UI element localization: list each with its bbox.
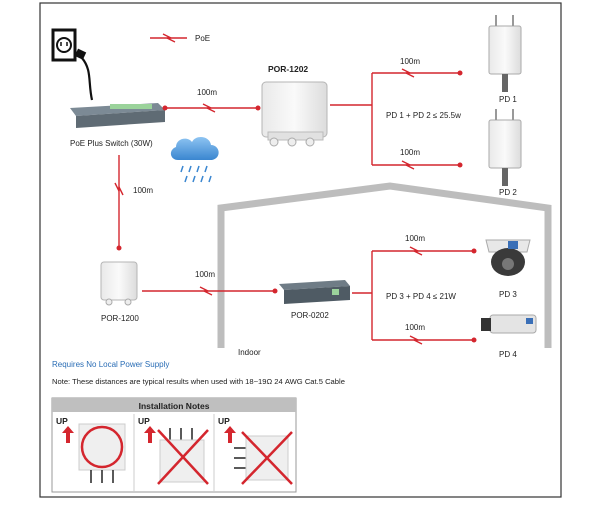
link-por0202-to-pd3-pd4 bbox=[352, 246, 477, 345]
up-arrow-icon bbox=[62, 426, 74, 443]
pd4-box-camera-icon bbox=[481, 314, 537, 334]
dist-por0202-pd4: 100m bbox=[405, 323, 425, 332]
link-switch-to-por1200 bbox=[114, 155, 124, 251]
installation-notes: Installation Notes UP UP UP bbox=[51, 397, 297, 493]
install-panel-2: UP bbox=[138, 416, 209, 485]
link-por1200-to-por0202 bbox=[142, 286, 278, 296]
install-panel-1: UP bbox=[56, 416, 126, 483]
rain-cloud-icon bbox=[170, 136, 219, 183]
pd2-access-point bbox=[488, 109, 522, 186]
por-1202-label: POR-1202 bbox=[268, 64, 308, 74]
pd3-dome-camera-icon bbox=[485, 239, 531, 276]
installation-notes-title: Installation Notes bbox=[139, 401, 210, 411]
dist-switch-por1200: 100m bbox=[133, 186, 153, 195]
pd1-label: PD 1 bbox=[499, 95, 517, 104]
install-panel-3: UP bbox=[218, 416, 293, 485]
requires-no-power-note: Requires No Local Power Supply bbox=[52, 360, 169, 369]
pd1-access-point bbox=[488, 15, 522, 92]
indoor-house-outline bbox=[217, 182, 552, 348]
power-outlet-icon bbox=[51, 28, 94, 101]
dist-switch-por1202: 100m bbox=[197, 88, 217, 97]
switch-label: PoE Plus Switch (30W) bbox=[70, 139, 153, 148]
pd2-label: PD 2 bbox=[499, 188, 517, 197]
poe-legend: PoE bbox=[150, 33, 210, 43]
por-0202-label: POR-0202 bbox=[291, 311, 329, 320]
dist-por1202-pd1: 100m bbox=[400, 57, 420, 66]
link-por1202-to-pd1-pd2 bbox=[330, 68, 463, 170]
install-panel-2-up-label: UP bbox=[138, 416, 150, 426]
poe-plus-switch bbox=[70, 103, 165, 128]
pd4-label: PD 4 bbox=[499, 350, 517, 359]
power-budget-pd1-pd2: PD 1 + PD 2 ≤ 25.5w bbox=[386, 111, 461, 120]
dist-por0202-pd3: 100m bbox=[405, 234, 425, 243]
up-arrow-icon bbox=[224, 426, 236, 443]
indoor-label: Indoor bbox=[238, 348, 261, 357]
poe-bolt-icon bbox=[162, 33, 176, 43]
por-0202-unit bbox=[279, 280, 350, 304]
dist-por1200-por0202: 100m bbox=[195, 270, 215, 279]
correct-circle-icon bbox=[80, 425, 124, 469]
install-panel-3-up-label: UP bbox=[218, 416, 230, 426]
dist-por1202-pd2: 100m bbox=[400, 148, 420, 157]
por-1202-unit bbox=[261, 81, 328, 147]
link-switch-to-por1202 bbox=[162, 103, 261, 113]
distance-note: Note: These distances are typical result… bbox=[52, 377, 345, 386]
por-1200-label: POR-1200 bbox=[101, 314, 139, 323]
pd3-label: PD 3 bbox=[499, 290, 517, 299]
up-arrow-icon bbox=[144, 426, 156, 443]
install-panel-1-up-label: UP bbox=[56, 416, 68, 426]
poe-legend-label: PoE bbox=[195, 34, 210, 43]
power-budget-pd3-pd4: PD 3 + PD 4 ≤ 21W bbox=[386, 292, 456, 301]
por-1200-unit bbox=[100, 261, 138, 306]
